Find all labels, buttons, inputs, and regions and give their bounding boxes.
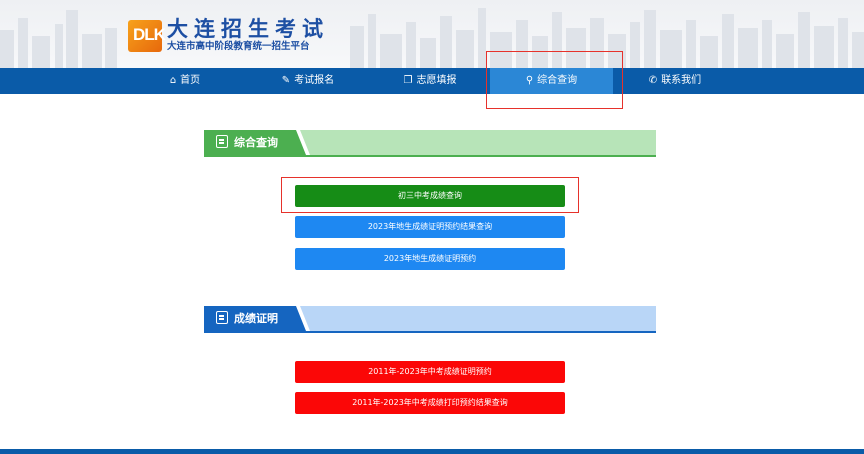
btn-print-appointment-result-2011-2023[interactable]: 2011年-2023年中考成绩打印预约结果查询	[295, 392, 565, 414]
btn-cert-appointment-2011-2023[interactable]: 2011年-2023年中考成绩证明预约	[295, 361, 565, 383]
section-title-text: 综合查询	[234, 136, 278, 149]
nav-item-application[interactable]: ❐志愿填报	[380, 68, 480, 94]
section-title-text: 成绩证明	[234, 312, 278, 325]
logo-mark-text: DLK	[133, 24, 166, 44]
nav-item-contact[interactable]: ✆联系我们	[625, 68, 725, 94]
section-header-query: 综合查询	[204, 130, 656, 157]
nav-item-registration[interactable]: ✎考试报名	[258, 68, 358, 94]
footer-bar	[0, 449, 864, 454]
site-logo[interactable]: DLK 大连招生考试 大连市高中阶段教育统一招生平台	[128, 18, 329, 53]
section-title-query: 综合查询	[204, 130, 286, 155]
site-subtitle: 大连市高中阶段教育统一招生平台	[167, 41, 310, 52]
nav-label: 首页	[180, 75, 201, 86]
nav-label: 联系我们	[661, 75, 702, 86]
highlight-box-button	[281, 177, 579, 213]
nav-label: 志愿填报	[416, 75, 457, 86]
nav-label: 综合查询	[537, 75, 578, 86]
phone-icon: ✆	[648, 75, 658, 86]
site-title: 大连招生考试	[167, 17, 329, 41]
section-header-bar	[204, 130, 656, 155]
nav-item-home[interactable]: ⌂首页	[135, 68, 235, 94]
section-header-certificate: 成绩证明	[204, 306, 656, 333]
highlight-box-nav	[486, 51, 623, 109]
skyline-background	[0, 8, 864, 68]
main-nav: ⌂首页 ✎考试报名 ❐志愿填报 ⚲综合查询 ✆联系我们	[0, 68, 864, 94]
section-underline	[204, 331, 656, 333]
logo-mark: DLK	[128, 19, 166, 52]
nav-item-query[interactable]: ⚲综合查询	[490, 68, 613, 94]
btn-grade9-score-query[interactable]: 初三中考成绩查询	[295, 185, 565, 207]
btn-2023-cert-result-query[interactable]: 2023年地生成绩证明预约结果查询	[295, 216, 565, 238]
section-underline	[204, 155, 656, 157]
query-icon	[216, 135, 228, 148]
document-icon: ❐	[403, 75, 413, 86]
section-header-bar	[204, 306, 656, 331]
pencil-icon: ✎	[281, 75, 291, 86]
section-title-certificate: 成绩证明	[204, 306, 286, 331]
certificate-icon	[216, 311, 228, 324]
nav-label: 考试报名	[294, 75, 335, 86]
search-icon: ⚲	[525, 75, 534, 86]
home-icon: ⌂	[169, 75, 177, 86]
btn-2023-cert-appointment[interactable]: 2023年地生成绩证明预约	[295, 248, 565, 270]
header-banner: DLK 大连招生考试 大连市高中阶段教育统一招生平台	[0, 0, 864, 68]
